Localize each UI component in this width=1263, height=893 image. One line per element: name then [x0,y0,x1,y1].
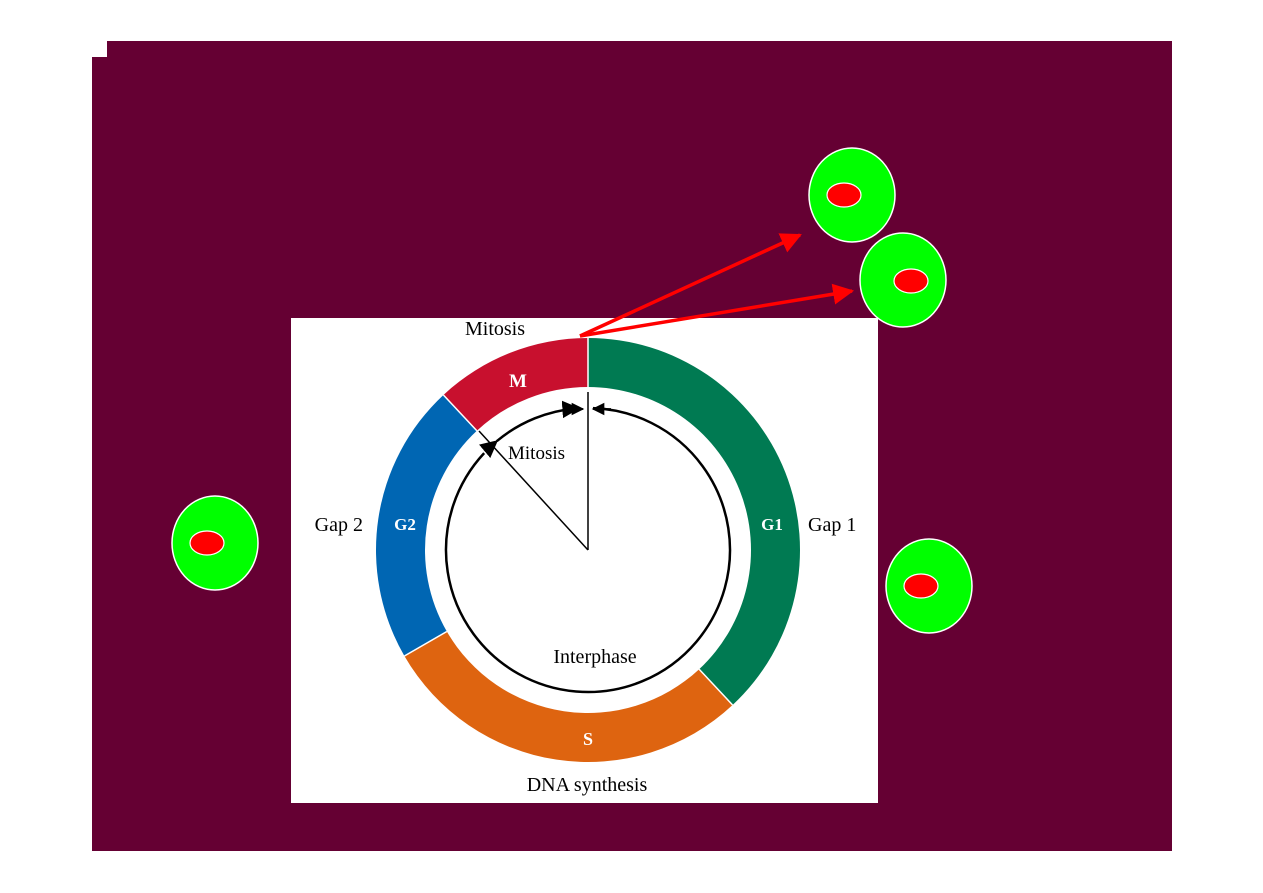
radial-line-diagonal [478,430,589,551]
outer-label-dna-synthesis: DNA synthesis [527,774,648,796]
outer-label-mitosis: Mitosis [465,318,525,340]
phase-segment-g2 [376,394,477,656]
phase-separator [698,668,734,706]
cell-nucleus [189,530,225,556]
interphase-arc [444,406,732,694]
phase-separators [404,338,734,706]
phase-segment-s [404,631,733,762]
cell-right [885,538,973,634]
division-arrow-upper [579,233,802,338]
cell-left [171,495,259,591]
phase-label-m: M [509,371,527,392]
phase-label-s: S [583,729,593,749]
outer-label-gap1: Gap 1 [808,514,856,536]
cell-nucleus [903,573,939,599]
outer-label-gap2: Gap 2 [315,514,363,536]
phase-separator [404,630,448,657]
inner-label-mitosis: Mitosis [508,443,565,464]
division-arrow-lower [579,283,855,338]
daughter-cell-1 [808,147,896,243]
phase-label-g2: G2 [394,515,416,534]
inner-label-interphase: Interphase [553,646,636,668]
phase-label-g1: G1 [761,515,783,534]
phase-separator [442,394,478,432]
phase-segment-g1 [588,338,800,706]
cell-nucleus [893,268,929,294]
cell-nucleus [826,182,862,208]
slide-corner-notch [92,41,107,57]
daughter-cell-2 [859,232,947,328]
